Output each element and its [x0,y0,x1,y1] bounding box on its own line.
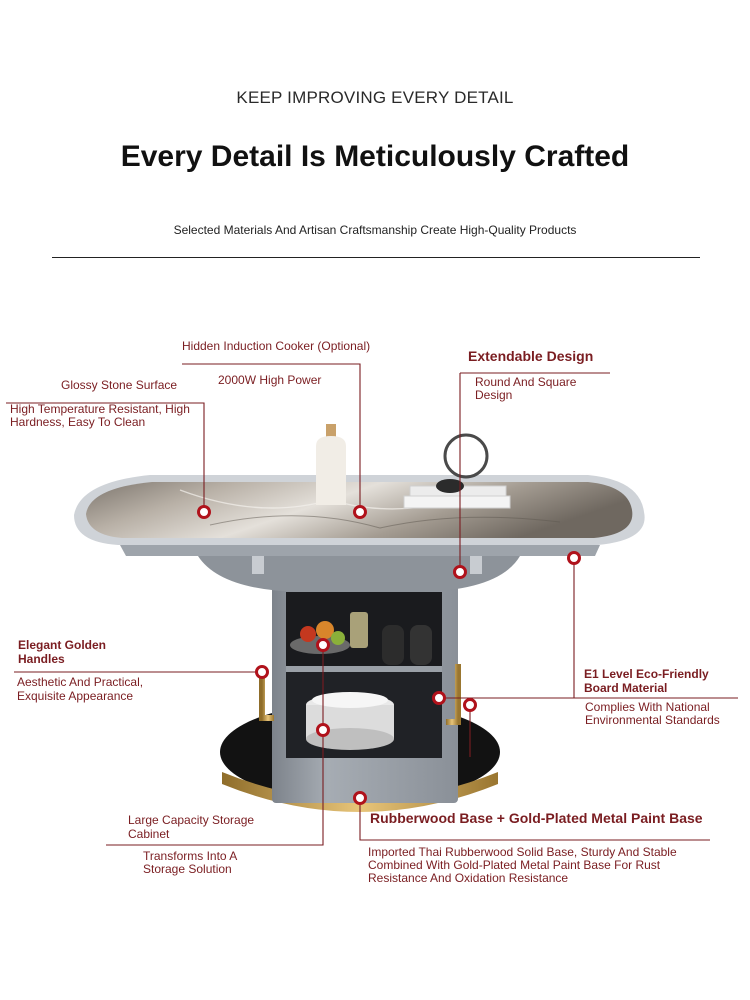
golden-handles-title: Elegant Golden Handles [18,638,107,666]
section-kicker: KEEP IMPROVING EVERY DETAIL [236,88,514,107]
extendable-design-title: Extendable Design [468,348,594,364]
table-apron [198,556,520,592]
callout-markers [197,505,581,805]
marker-storage-shelf [316,638,330,652]
marker-golden-handle [255,665,269,679]
golden-handles-detail: Aesthetic And Practical, Exquisite Appea… [17,675,144,703]
extendable-design-detail: Round And Square Design [475,375,577,402]
base-detail: Imported Thai Rubberwood Solid Base, Stu… [368,845,677,885]
marker-induction-cooker [353,505,367,519]
stone-surface-title: Glossy Stone Surface [61,378,178,392]
books-ornament [403,433,511,509]
storage-cabinet-detail: Transforms Into A Storage Solution [143,849,237,876]
marker-eco-board [567,551,581,565]
marker-stone-surface [197,505,211,519]
golden-handles [259,664,461,725]
marker-cabinet-side [463,698,477,712]
storage-cabinet-title: Large Capacity Storage Cabinet [128,813,255,841]
marker-extendable [453,565,467,579]
page-subtitle: Selected Materials And Artisan Craftsman… [173,223,577,237]
eco-board-detail: Complies With National Environmental Sta… [585,700,720,727]
eco-board-title: E1 Level Eco-Friendly Board Material [584,667,709,695]
base-title: Rubberwood Base + Gold-Plated Metal Pain… [370,810,703,826]
stone-surface-detail: High Temperature Resistant, High Hardnes… [10,402,190,429]
marker-base [353,791,367,805]
vase-decoration [316,424,346,505]
induction-cooker-detail: 2000W High Power [218,373,322,387]
header-divider [52,257,700,258]
marker-storage-cabinet [316,723,330,737]
storage-cabinet [272,585,458,803]
induction-cooker-title: Hidden Induction Cooker (Optional) [182,339,371,353]
page-title: Every Detail Is Meticulously Crafted [120,140,630,173]
leader-lines [6,363,738,846]
marker-board-side [432,691,446,705]
